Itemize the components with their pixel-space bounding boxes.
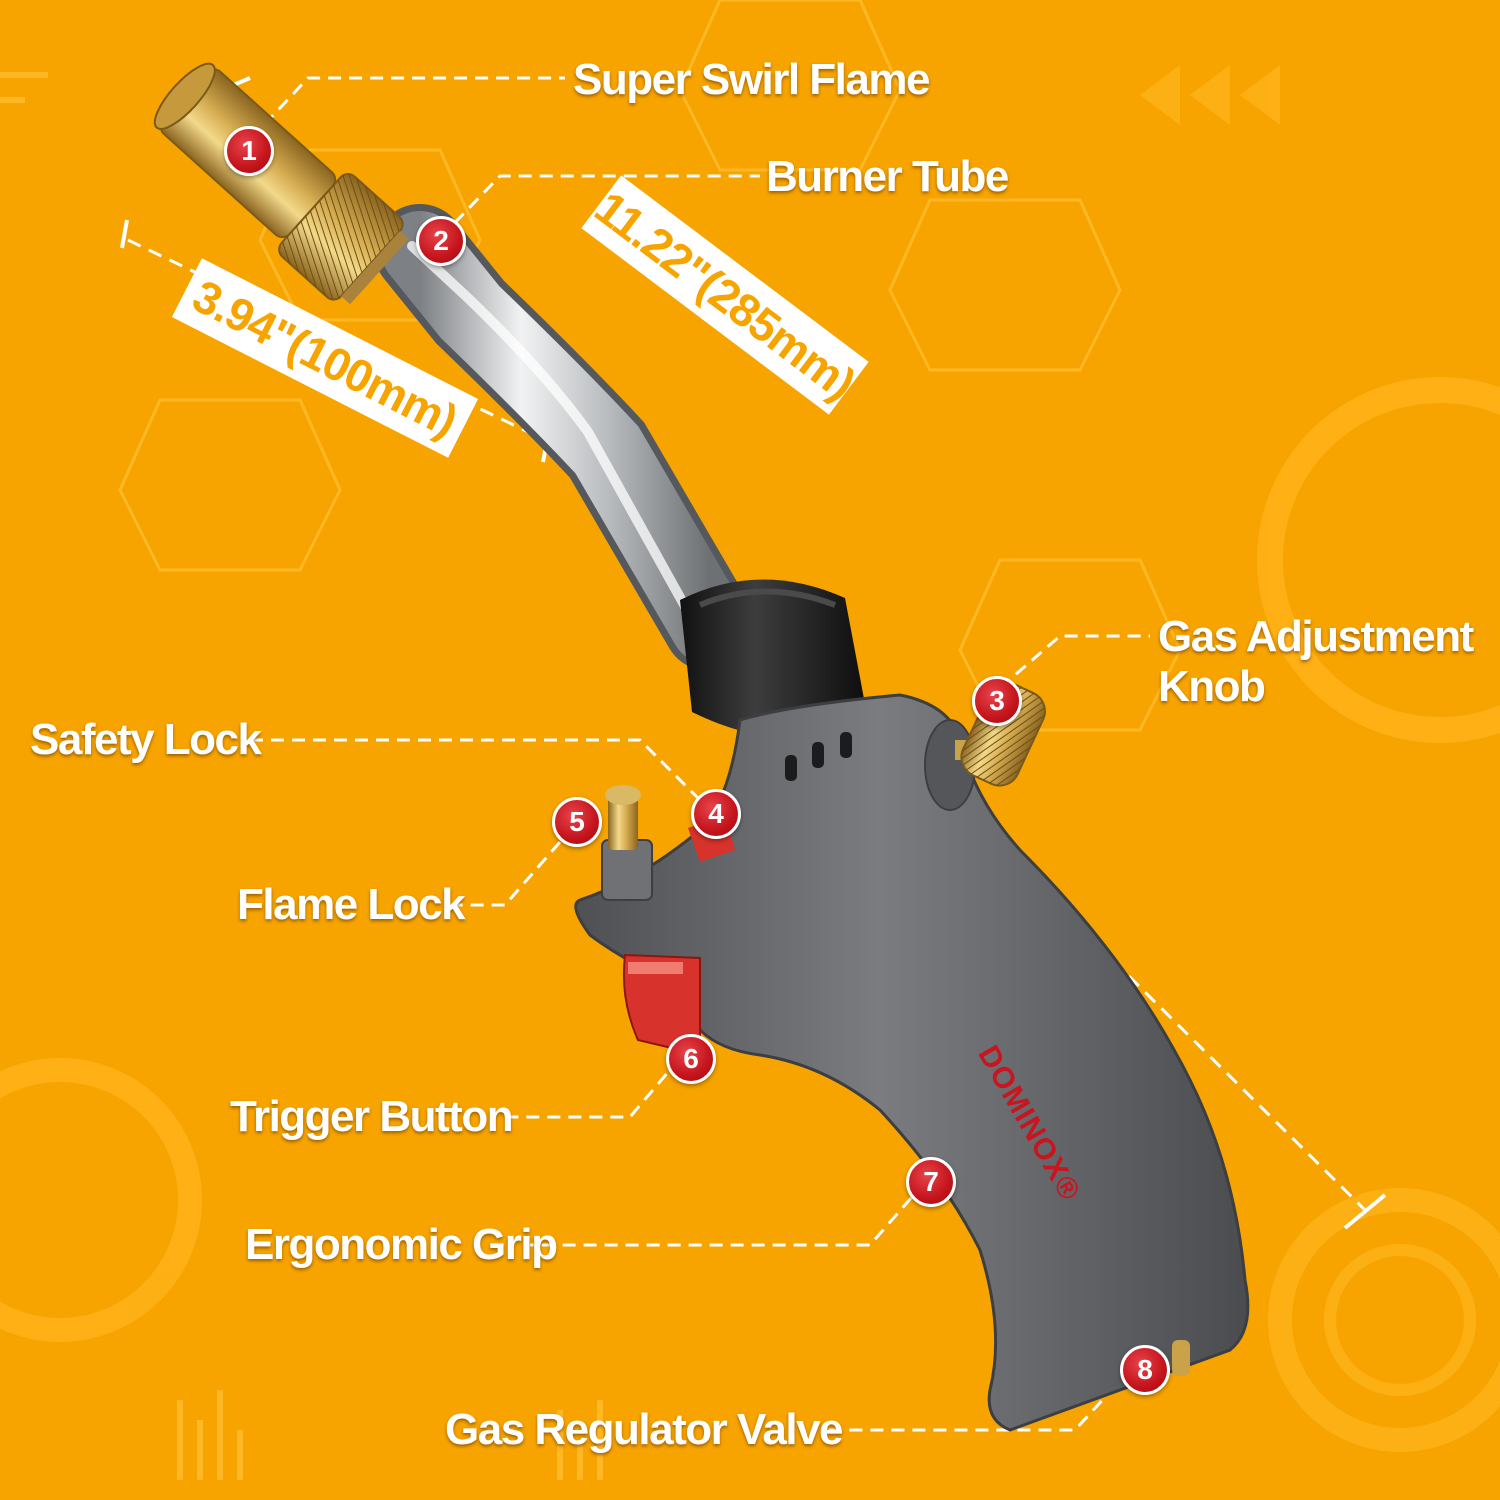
marker-5: 5 [552,797,602,847]
label-gas-adjustment-knob: Gas Adjustment Knob [1158,612,1474,712]
marker-8: 8 [1120,1345,1170,1395]
torch-body [153,62,1250,1432]
label-trigger-button: Trigger Button [230,1092,514,1141]
marker-4: 4 [691,789,741,839]
label-gas-regulator-valve: Gas Regulator Valve [445,1405,844,1454]
label-ergonomic-grip: Ergonomic Grip [245,1220,558,1269]
label-gas-adjustment-line-1: Gas Adjustment [1158,612,1474,661]
label-gas-adjustment-line-2: Knob [1158,662,1266,711]
label-burner-tube: Burner Tube [766,152,1009,201]
marker-1: 1 [224,126,274,176]
marker-3: 3 [972,676,1022,726]
label-safety-lock: Safety Lock [30,715,262,764]
label-flame-lock: Flame Lock [237,880,466,929]
label-super-swirl-flame: Super Swirl Flame [573,55,930,104]
marker-7: 7 [906,1157,956,1207]
marker-6: 6 [666,1034,716,1084]
marker-2: 2 [416,216,466,266]
